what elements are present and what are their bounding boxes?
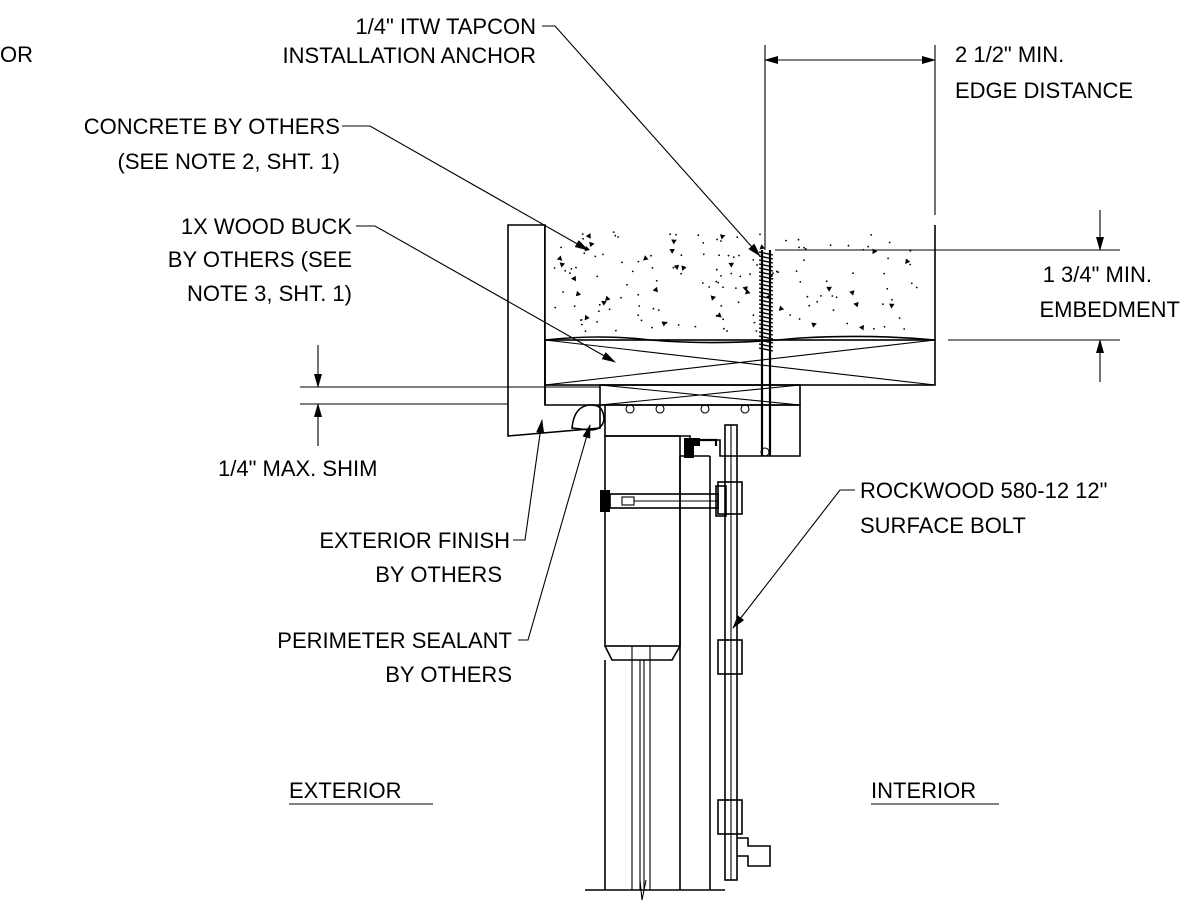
embedment-label-line2: EMBEDMENT: [1039, 297, 1180, 322]
surface-bolt: [717, 424, 771, 881]
frame-fastener: [600, 485, 727, 517]
edge-distance-label-line2: EDGE DISTANCE: [955, 78, 1133, 103]
wood-buck-label-line2: BY OTHERS (SEE: [168, 247, 352, 272]
concrete-substrate: [544, 225, 936, 344]
shim: [599, 384, 801, 406]
concrete-label-line2: (SEE NOTE 2, SHT. 1): [118, 149, 341, 174]
sealant-label-line2: BY OTHERS: [385, 662, 512, 687]
wood-buck: [544, 339, 936, 386]
edge-distance-dimension: [764, 45, 936, 250]
perimeter-sealant: [571, 404, 605, 431]
leader-lines: [342, 25, 855, 641]
embedment-label-line1: 1 3/4" MIN.: [1043, 262, 1152, 287]
tapcon-anchor: [758, 250, 774, 456]
surface-bolt-label-line2: SURFACE BOLT: [860, 513, 1026, 538]
tapcon-label-line1: 1/4" ITW TAPCON: [355, 14, 536, 39]
door-leaf: [585, 435, 725, 901]
edge-distance-label-line1: 2 1/2" MIN.: [955, 42, 1064, 67]
concrete-label-line1: CONCRETE BY OTHERS: [84, 114, 340, 139]
wood-buck-label-line1: 1X WOOD BUCK: [181, 214, 352, 239]
embedment-dimension: [775, 210, 1120, 382]
interior-side-label: INTERIOR: [871, 778, 976, 803]
shim-dimension: [300, 345, 600, 446]
exterior-finish-label-line1: EXTERIOR FINISH: [319, 528, 510, 553]
sealant-label-line1: PERIMETER SEALANT: [277, 628, 512, 653]
exterior-finish-label-line2: BY OTHERS: [375, 562, 502, 587]
surface-bolt-label-line1: ROCKWOOD 580-12 12": [860, 478, 1107, 503]
wood-buck-label-line3: NOTE 3, SHT. 1): [187, 281, 352, 306]
concrete-aggregate: [553, 231, 918, 332]
partial-label: OR: [0, 42, 33, 67]
shim-label: 1/4" MAX. SHIM: [218, 456, 377, 481]
tapcon-label-line2: INSTALLATION ANCHOR: [283, 43, 536, 68]
anchor-threads: [758, 251, 774, 352]
exterior-side-label: EXTERIOR: [289, 778, 401, 803]
weatherstrip: [684, 438, 718, 458]
